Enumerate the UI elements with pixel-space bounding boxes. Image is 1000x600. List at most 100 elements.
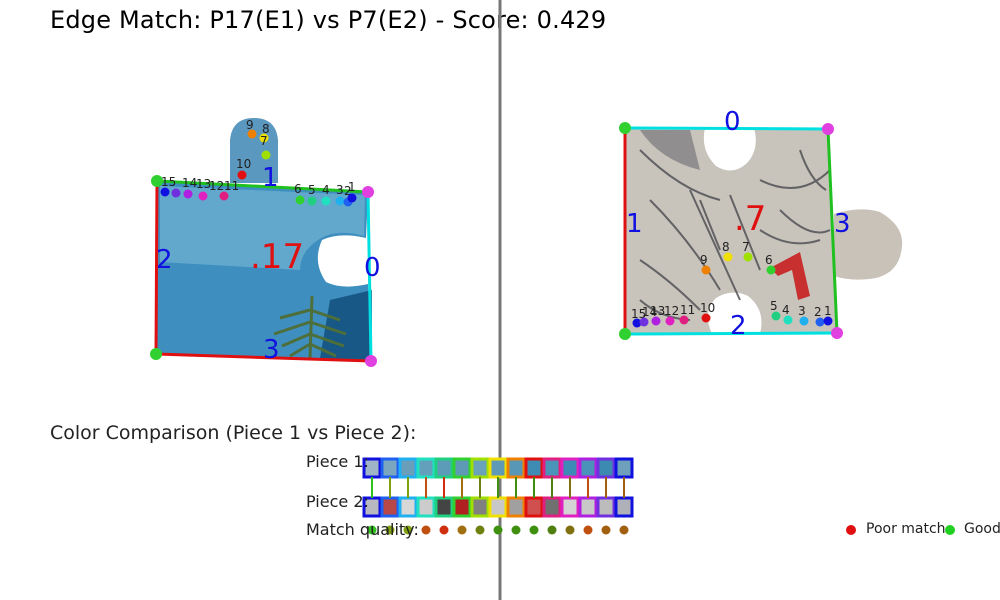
match-quality-dot [403,525,413,535]
match-quality-dot [619,525,629,535]
piece1-point-label-8: 8 [262,122,270,136]
piece1-point-label-2: 2 [344,184,352,198]
piece1-point-label-5: 5 [308,183,316,197]
good-match-legend-label: Good match [964,521,1000,537]
poor-match-legend-dot [846,525,856,535]
piece1-point-10 [237,170,247,180]
piece2-corner [619,328,631,340]
match-quality-dot [511,525,521,535]
piece2-edge-3 [826,128,839,334]
piece1-point-label-9: 9 [246,118,254,132]
piece1-point-7 [261,150,271,160]
piece1-corner [365,355,377,367]
piece1-row-label: Piece 1: [306,452,369,471]
piece2-point-6 [766,265,776,275]
piece2-point-11 [679,315,689,325]
match-quality-dot [421,525,431,535]
page-title: Edge Match: P17(E1) vs P7(E2) - Score: 0… [50,6,607,34]
piece1-point-3 [335,196,345,206]
piece2-image [625,128,903,334]
poor-match-legend-label: Poor match [866,521,946,537]
piece2-point-label-1: 1 [824,304,832,318]
piece2-swatch [542,496,562,518]
piece2-swatch [596,496,616,518]
piece2-point-label-15: 15 [631,307,646,321]
piece1-swatch [542,457,562,479]
piece2-point-label-3: 3 [798,304,806,318]
piece2-point-label-5: 5 [770,299,778,313]
color-comparison-heading: Color Comparison (Piece 1 vs Piece 2): [50,422,417,444]
piece2-swatch [398,496,418,518]
piece1-swatch [380,457,400,479]
piece2-edge-label-2: 2 [730,311,747,341]
piece2-point-label-8: 8 [722,240,730,254]
piece2-point-label-4: 4 [782,303,790,317]
piece1-point-label-11: 11 [224,179,239,193]
piece1-point-4 [321,196,331,206]
piece2-row-label: Piece 2: [306,492,369,511]
match-quality-dot [529,525,539,535]
piece2-swatch [524,496,544,518]
piece2-point-4 [783,315,793,325]
piece1-point-11 [219,191,229,201]
match-quality-dots [367,525,629,535]
piece2-point-13 [651,316,661,326]
piece1-point-15 [160,187,170,197]
piece2-point-label-14: 14 [642,305,657,319]
piece2-texture [639,149,831,321]
piece2-point-label-9: 9 [700,253,708,267]
piece2-swatch [578,496,598,518]
good-match-legend-dot [945,525,955,535]
piece2-dark-shade [640,130,700,170]
piece1-corner [362,186,374,198]
piece1-id-label: .17 [250,237,304,277]
piece2-edge-label-1: 1 [626,209,643,239]
piece2-point-label-11: 11 [680,303,695,317]
color-comparison-swatches [362,457,634,518]
match-quality-dot [583,525,593,535]
piece1-point-14 [171,188,181,198]
piece2-point-9 [701,265,711,275]
piece2-point-label-2: 2 [814,305,822,319]
piece1-point-12 [198,191,208,201]
piece2-corner [822,123,834,135]
piece2-swatch [506,496,526,518]
match-quality-dot [601,525,611,535]
match-quality-dot [565,525,575,535]
match-quality-label: Match quality: [306,520,419,539]
match-quality-dot [367,525,377,535]
piece2-body [625,128,836,334]
piece2-point-15 [632,318,642,328]
piece1-swatch [434,457,454,479]
piece2-point-12 [665,316,675,326]
piece2-point-8 [723,252,733,262]
piece1-edge-label-2: 2 [156,245,173,275]
piece1-image [157,118,372,360]
piece2-swatch [380,496,400,518]
piece2-point-label-6: 6 [765,253,773,267]
piece2-swatch [434,496,454,518]
piece1-edge-label-0: 0 [364,253,381,283]
piece2-edge-2 [624,331,838,336]
piece1-corner [150,348,162,360]
piece2-point-label-7: 7 [742,240,750,254]
piece2-point-3 [799,316,809,326]
piece2-edge-0 [624,126,829,131]
piece1-point-8 [259,133,269,143]
piece1-swatch [488,457,508,479]
piece1-swatch [452,457,472,479]
match-quality-dot [385,525,395,535]
piece2-swatch [452,496,472,518]
piece2-point-label-13: 13 [650,304,665,318]
match-quality-dot [547,525,557,535]
piece2-edge-label-3: 3 [834,209,851,239]
piece2-edge-label-0: 0 [724,107,741,137]
piece1-point-label-15: 15 [161,175,176,189]
piece2-swatch [560,496,580,518]
piece1-point-9 [247,129,257,139]
piece1-swatch [416,457,436,479]
piece1-swatch [596,457,616,479]
piece1-tree [273,295,347,359]
